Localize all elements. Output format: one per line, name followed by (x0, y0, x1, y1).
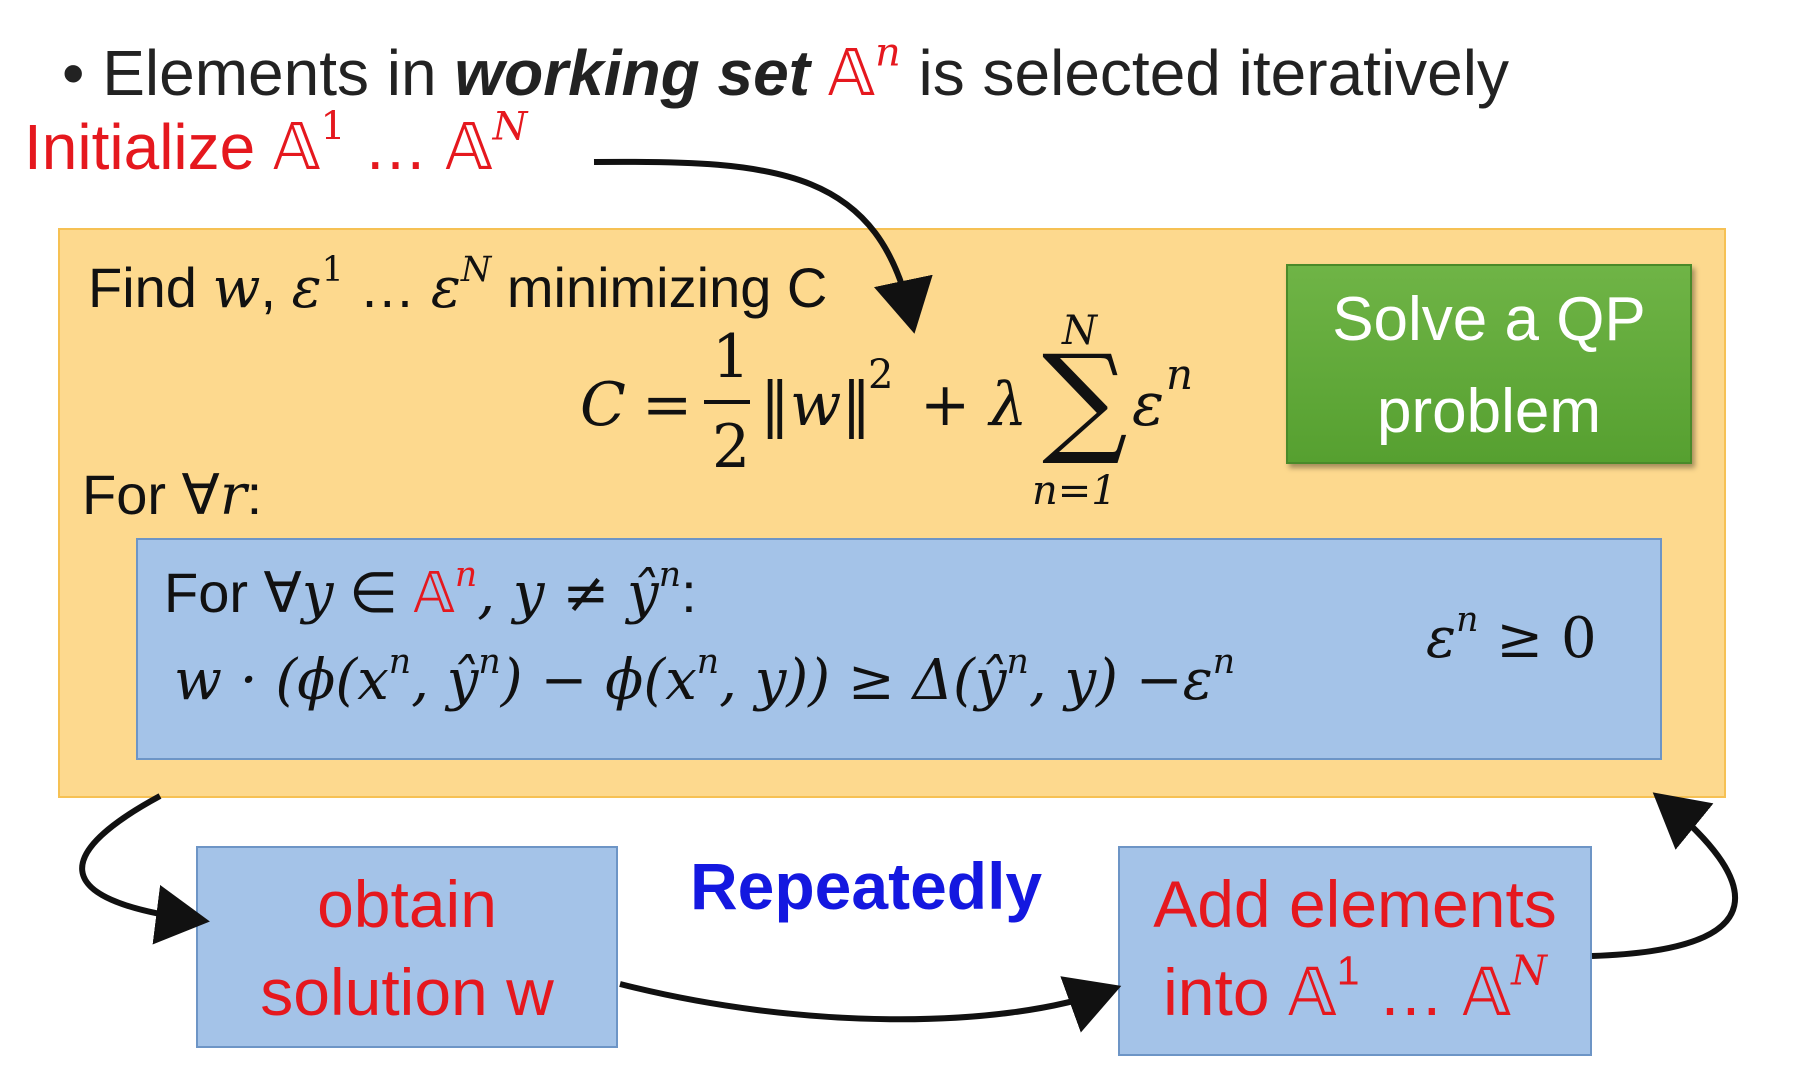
box-to-obtain-arrow (79, 793, 210, 945)
obtain-to-add-arrow (619, 976, 1122, 1033)
fraction-bar (704, 400, 750, 404)
init-last-sup: N (492, 103, 528, 150)
sum-bottom: n=1 (1032, 468, 1117, 514)
add-ellipsis: … (1359, 955, 1463, 1029)
find-ellipsis: … (359, 256, 416, 319)
add-line1: Add elements (1153, 867, 1557, 941)
slack-eps: ε (1426, 606, 1457, 671)
initialize-text: Initialize (24, 111, 256, 183)
sum-top: N (1062, 308, 1097, 354)
forall-r-prefix: For ∀ (82, 463, 220, 526)
add-first-sup: 1 (1336, 947, 1360, 994)
init-first-sup: 1 (320, 103, 346, 150)
constraint-part5: , y) −ε (1028, 648, 1213, 713)
forall-y-set: 𝔸 (413, 561, 455, 626)
init-ellipsis: … (363, 111, 428, 183)
forall-y-rest: , y ≠ ŷ (477, 561, 659, 626)
find-w: w (212, 256, 261, 321)
cost-numerator: 1 (712, 322, 751, 392)
init-to-formulation-arrow (593, 158, 933, 334)
add-elements-box: Add elements into 𝔸1 … 𝔸N (1118, 846, 1592, 1056)
slack-rest: ≥ 0 (1478, 606, 1597, 671)
margin-constraint: w · (ϕ(xn, ŷn) − ϕ(xn, y)) ≥ Δ(ŷn, y) −ε… (174, 645, 1235, 713)
find-last-sup: N (460, 249, 492, 290)
constraint-box (136, 538, 1662, 760)
cost-lhs: C (580, 370, 626, 440)
find-suffix: minimizing C (506, 256, 828, 319)
constraint-part1: w · (ϕ(x (174, 648, 389, 713)
constraint-sup1: n (388, 641, 412, 682)
title-emphasis: working set (454, 37, 810, 109)
constraint-part2: , ŷ (411, 648, 479, 713)
find-comma: , (260, 256, 276, 319)
cost-equation: C = 1 2 ‖w‖ 2 + λ N ∑ n=1 ε n (580, 300, 1260, 520)
title-prefix: Elements in (102, 37, 455, 109)
forall-y-var: y (301, 561, 334, 626)
solve-qp-box: Solve a QP problem (1286, 264, 1692, 464)
forall-y-line: For ∀y ∈ 𝔸n, y ≠ ŷn: (164, 558, 697, 626)
forall-y-rest-sup: n (658, 554, 682, 595)
add-set-last: 𝔸 (1462, 954, 1512, 1031)
cost-plus-lambda: + λ (920, 370, 1028, 440)
init-set-last: 𝔸 (445, 111, 493, 185)
init-set-first: 𝔸 (273, 111, 321, 185)
find-line: Find w, ε1 … εN minimizing C (88, 253, 828, 321)
cost-term-sup: n (1166, 350, 1194, 399)
constraint-part3: ) − ϕ(x (500, 648, 697, 713)
forall-y-in: ∈ (333, 561, 414, 624)
find-first-sup: 1 (321, 249, 344, 290)
working-set-sup: n (875, 29, 901, 76)
title-suffix: is selected iteratively (918, 37, 1509, 109)
repeatedly-label: Repeatedly (690, 849, 1043, 923)
add-into: into (1163, 955, 1288, 1029)
constraint-sup5: n (1212, 641, 1236, 682)
find-eps-first: ε (291, 256, 322, 321)
qp-line1: Solve a QP (1332, 285, 1646, 354)
cost-denominator: 2 (712, 412, 751, 482)
constraint-sup4: n (1006, 641, 1029, 682)
sum-symbol: ∑ (1042, 330, 1128, 469)
obtain-solution-box: obtain solution w (196, 846, 618, 1048)
add-last-sup: N (1511, 946, 1547, 995)
obtain-line2: solution w (260, 955, 554, 1029)
title-line: • Elements in working set 𝔸n is selected… (62, 32, 1509, 111)
cost-norm: ‖w‖ (760, 370, 872, 440)
bullet: • (62, 37, 85, 109)
find-eps-last: ε (430, 256, 461, 321)
working-set-symbol: 𝔸 (827, 37, 876, 111)
forall-y-colon: : (681, 561, 697, 624)
find-prefix: Find (88, 256, 197, 319)
forall-r-line: For ∀r: (82, 462, 262, 528)
qp-line2: problem (1377, 377, 1601, 446)
constraint-part4: , y)) ≥ Δ(ŷ (719, 648, 1007, 713)
slack-nonnegative: εn ≥ 0 (1426, 603, 1597, 671)
add-set-first: 𝔸 (1287, 954, 1337, 1031)
add-line2: into 𝔸1 … 𝔸N (1120, 948, 1590, 1037)
cost-norm-sup: 2 (868, 352, 894, 398)
constraint-sup3: n (696, 641, 720, 682)
slack-sup: n (1456, 599, 1479, 640)
forall-r-var: r (219, 463, 247, 528)
obtain-line1: obtain (317, 867, 497, 941)
forall-y-set-sup: n (454, 554, 478, 595)
constraint-sup2: n (478, 641, 501, 682)
forall-r-colon: : (246, 463, 263, 526)
add-to-box-arrow (1591, 792, 1739, 959)
forall-y-prefix: For ∀ (164, 561, 302, 624)
cost-equals: = (642, 370, 693, 440)
initialize-label: Initialize 𝔸1 … 𝔸N (24, 106, 527, 185)
cost-term: ε (1132, 370, 1165, 440)
